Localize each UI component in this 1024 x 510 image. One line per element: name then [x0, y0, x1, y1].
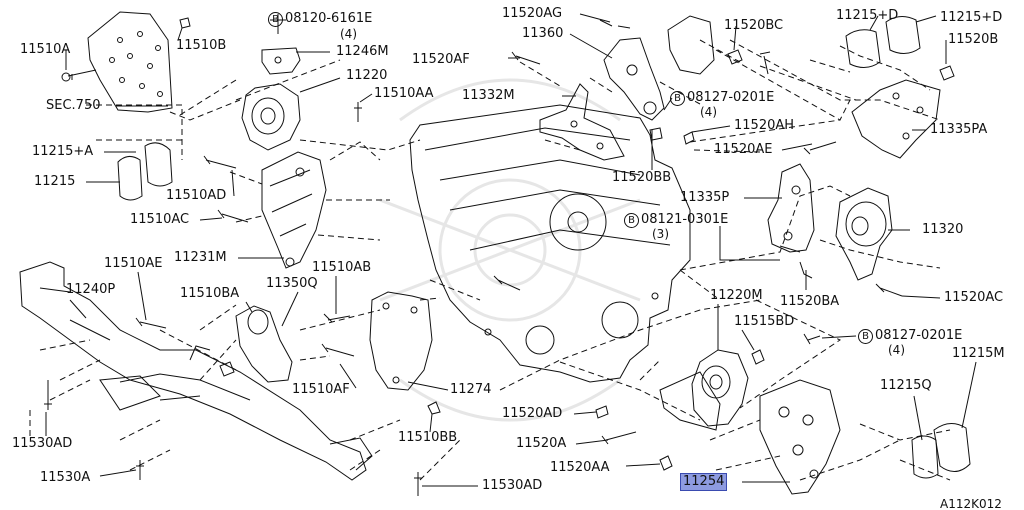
- mount-11220m: [691, 349, 749, 427]
- bracket-11231m: [261, 151, 327, 269]
- label-11215q[interactable]: 11215Q: [880, 378, 932, 393]
- engine-block: [409, 104, 691, 383]
- label-11350q[interactable]: 11350Q: [266, 276, 318, 291]
- qty-note: (4): [340, 27, 357, 41]
- label-11530a[interactable]: 11530A: [40, 470, 91, 485]
- label-08127-0201e-top-text: 08127-0201E: [687, 90, 775, 105]
- label-11520ad[interactable]: 11520AD: [502, 406, 563, 421]
- label-11520ba[interactable]: 11520BA: [780, 294, 840, 309]
- qty-note: (3): [652, 227, 669, 241]
- pad-11215a: [144, 142, 173, 187]
- bracket-11254: [759, 379, 841, 495]
- label-11530ad-left[interactable]: 11530AD: [12, 436, 73, 451]
- label-11520bb[interactable]: 11520BB: [612, 170, 672, 185]
- bracket-11350q: [235, 305, 293, 383]
- bracket-sec750: [87, 11, 173, 113]
- leader-lines: [45, 13, 977, 487]
- bracket-11246m: [261, 47, 301, 75]
- pad-11215d-2: [885, 16, 921, 54]
- label-11520a[interactable]: 11520A: [516, 436, 567, 451]
- label-11215-plus-d-2[interactable]: 11215+D: [940, 10, 1003, 25]
- label-11520ac[interactable]: 11520AC: [944, 290, 1004, 305]
- mount-11320: [835, 187, 893, 281]
- label-11220m[interactable]: 11220M: [710, 288, 763, 303]
- label-11520b[interactable]: 11520B: [948, 32, 999, 47]
- label-08121-0301e-text: 08121-0301E: [641, 212, 729, 227]
- pad-11215m: [933, 423, 971, 472]
- label-11510ac[interactable]: 11510AC: [130, 212, 190, 227]
- label-11220[interactable]: 11220: [346, 68, 388, 83]
- label-11520bc[interactable]: 11520BC: [724, 18, 784, 33]
- label-08127-0201e-bottom-text: 08127-0201E: [875, 328, 963, 343]
- bracket-11335pa: [851, 79, 941, 159]
- qty-note: (4): [700, 105, 717, 119]
- label-11530ad-bottom[interactable]: 11530AD: [482, 478, 543, 493]
- label-11520ah[interactable]: 11520AH: [734, 118, 795, 133]
- label-sec750[interactable]: SEC.750: [46, 98, 101, 113]
- crossmember-11240p: [19, 261, 367, 481]
- label-11510ba[interactable]: 11510BA: [180, 286, 240, 301]
- bracket-11274: [369, 291, 433, 391]
- bracket-11360: [603, 37, 665, 121]
- label-11215-plus-d-1[interactable]: 11215+D: [836, 8, 899, 23]
- label-11510b[interactable]: 11510B: [176, 38, 227, 53]
- bolt-11510a: [67, 69, 97, 80]
- label-11510aa[interactable]: 11510AA: [374, 86, 434, 101]
- label-11520af[interactable]: 11520AF: [412, 52, 470, 67]
- watermark-emblem: [379, 78, 641, 422]
- diagram-code: A112K012: [940, 497, 1002, 510]
- circle-b-icon: B: [858, 329, 873, 344]
- circle-b-icon: B: [670, 91, 685, 106]
- label-11510bb[interactable]: 11510BB: [398, 430, 458, 445]
- pad-11215d-1: [845, 29, 881, 68]
- bracket-11332m: [539, 83, 625, 161]
- label-11515bd[interactable]: 11515BD: [734, 314, 795, 329]
- label-11320[interactable]: 11320: [922, 222, 964, 237]
- label-11274[interactable]: 11274: [450, 382, 492, 397]
- label-11520aa[interactable]: 11520AA: [550, 460, 610, 475]
- label-08120-6161e-text: 08120-6161E: [285, 11, 373, 26]
- mount-11220: [241, 83, 301, 151]
- circle-b-icon: B: [268, 12, 283, 27]
- label-11215m[interactable]: 11215M: [952, 346, 1005, 361]
- label-11215[interactable]: 11215: [34, 174, 76, 189]
- qty-note: (4): [888, 343, 905, 357]
- bracket-11520bc: [667, 15, 715, 75]
- pad-11215q: [911, 435, 939, 479]
- label-11510af[interactable]: 11510AF: [292, 382, 350, 397]
- label-11254-highlighted[interactable]: 11254: [680, 473, 728, 491]
- label-11335p[interactable]: 11335P: [680, 190, 730, 205]
- label-11510a[interactable]: 11510A: [20, 42, 71, 57]
- label-11510ae[interactable]: 11510AE: [104, 256, 163, 271]
- circle-b-icon: B: [624, 213, 639, 228]
- label-11231m[interactable]: 11231M: [174, 250, 227, 265]
- pad-11215: [117, 156, 143, 201]
- label-11520ae[interactable]: 11520AE: [714, 142, 773, 157]
- label-11510ab[interactable]: 11510AB: [312, 260, 372, 275]
- label-11520ag[interactable]: 11520AG: [502, 6, 563, 21]
- label-11215-plus-a[interactable]: 11215+A: [32, 144, 94, 159]
- label-11360[interactable]: 11360: [522, 26, 564, 41]
- label-11332m[interactable]: 11332M: [462, 88, 515, 103]
- label-11246m[interactable]: 11246M: [336, 44, 389, 59]
- label-11240p[interactable]: 11240P: [66, 282, 116, 297]
- label-11335pa[interactable]: 11335PA: [930, 122, 988, 137]
- label-11510ad[interactable]: 11510AD: [166, 188, 227, 203]
